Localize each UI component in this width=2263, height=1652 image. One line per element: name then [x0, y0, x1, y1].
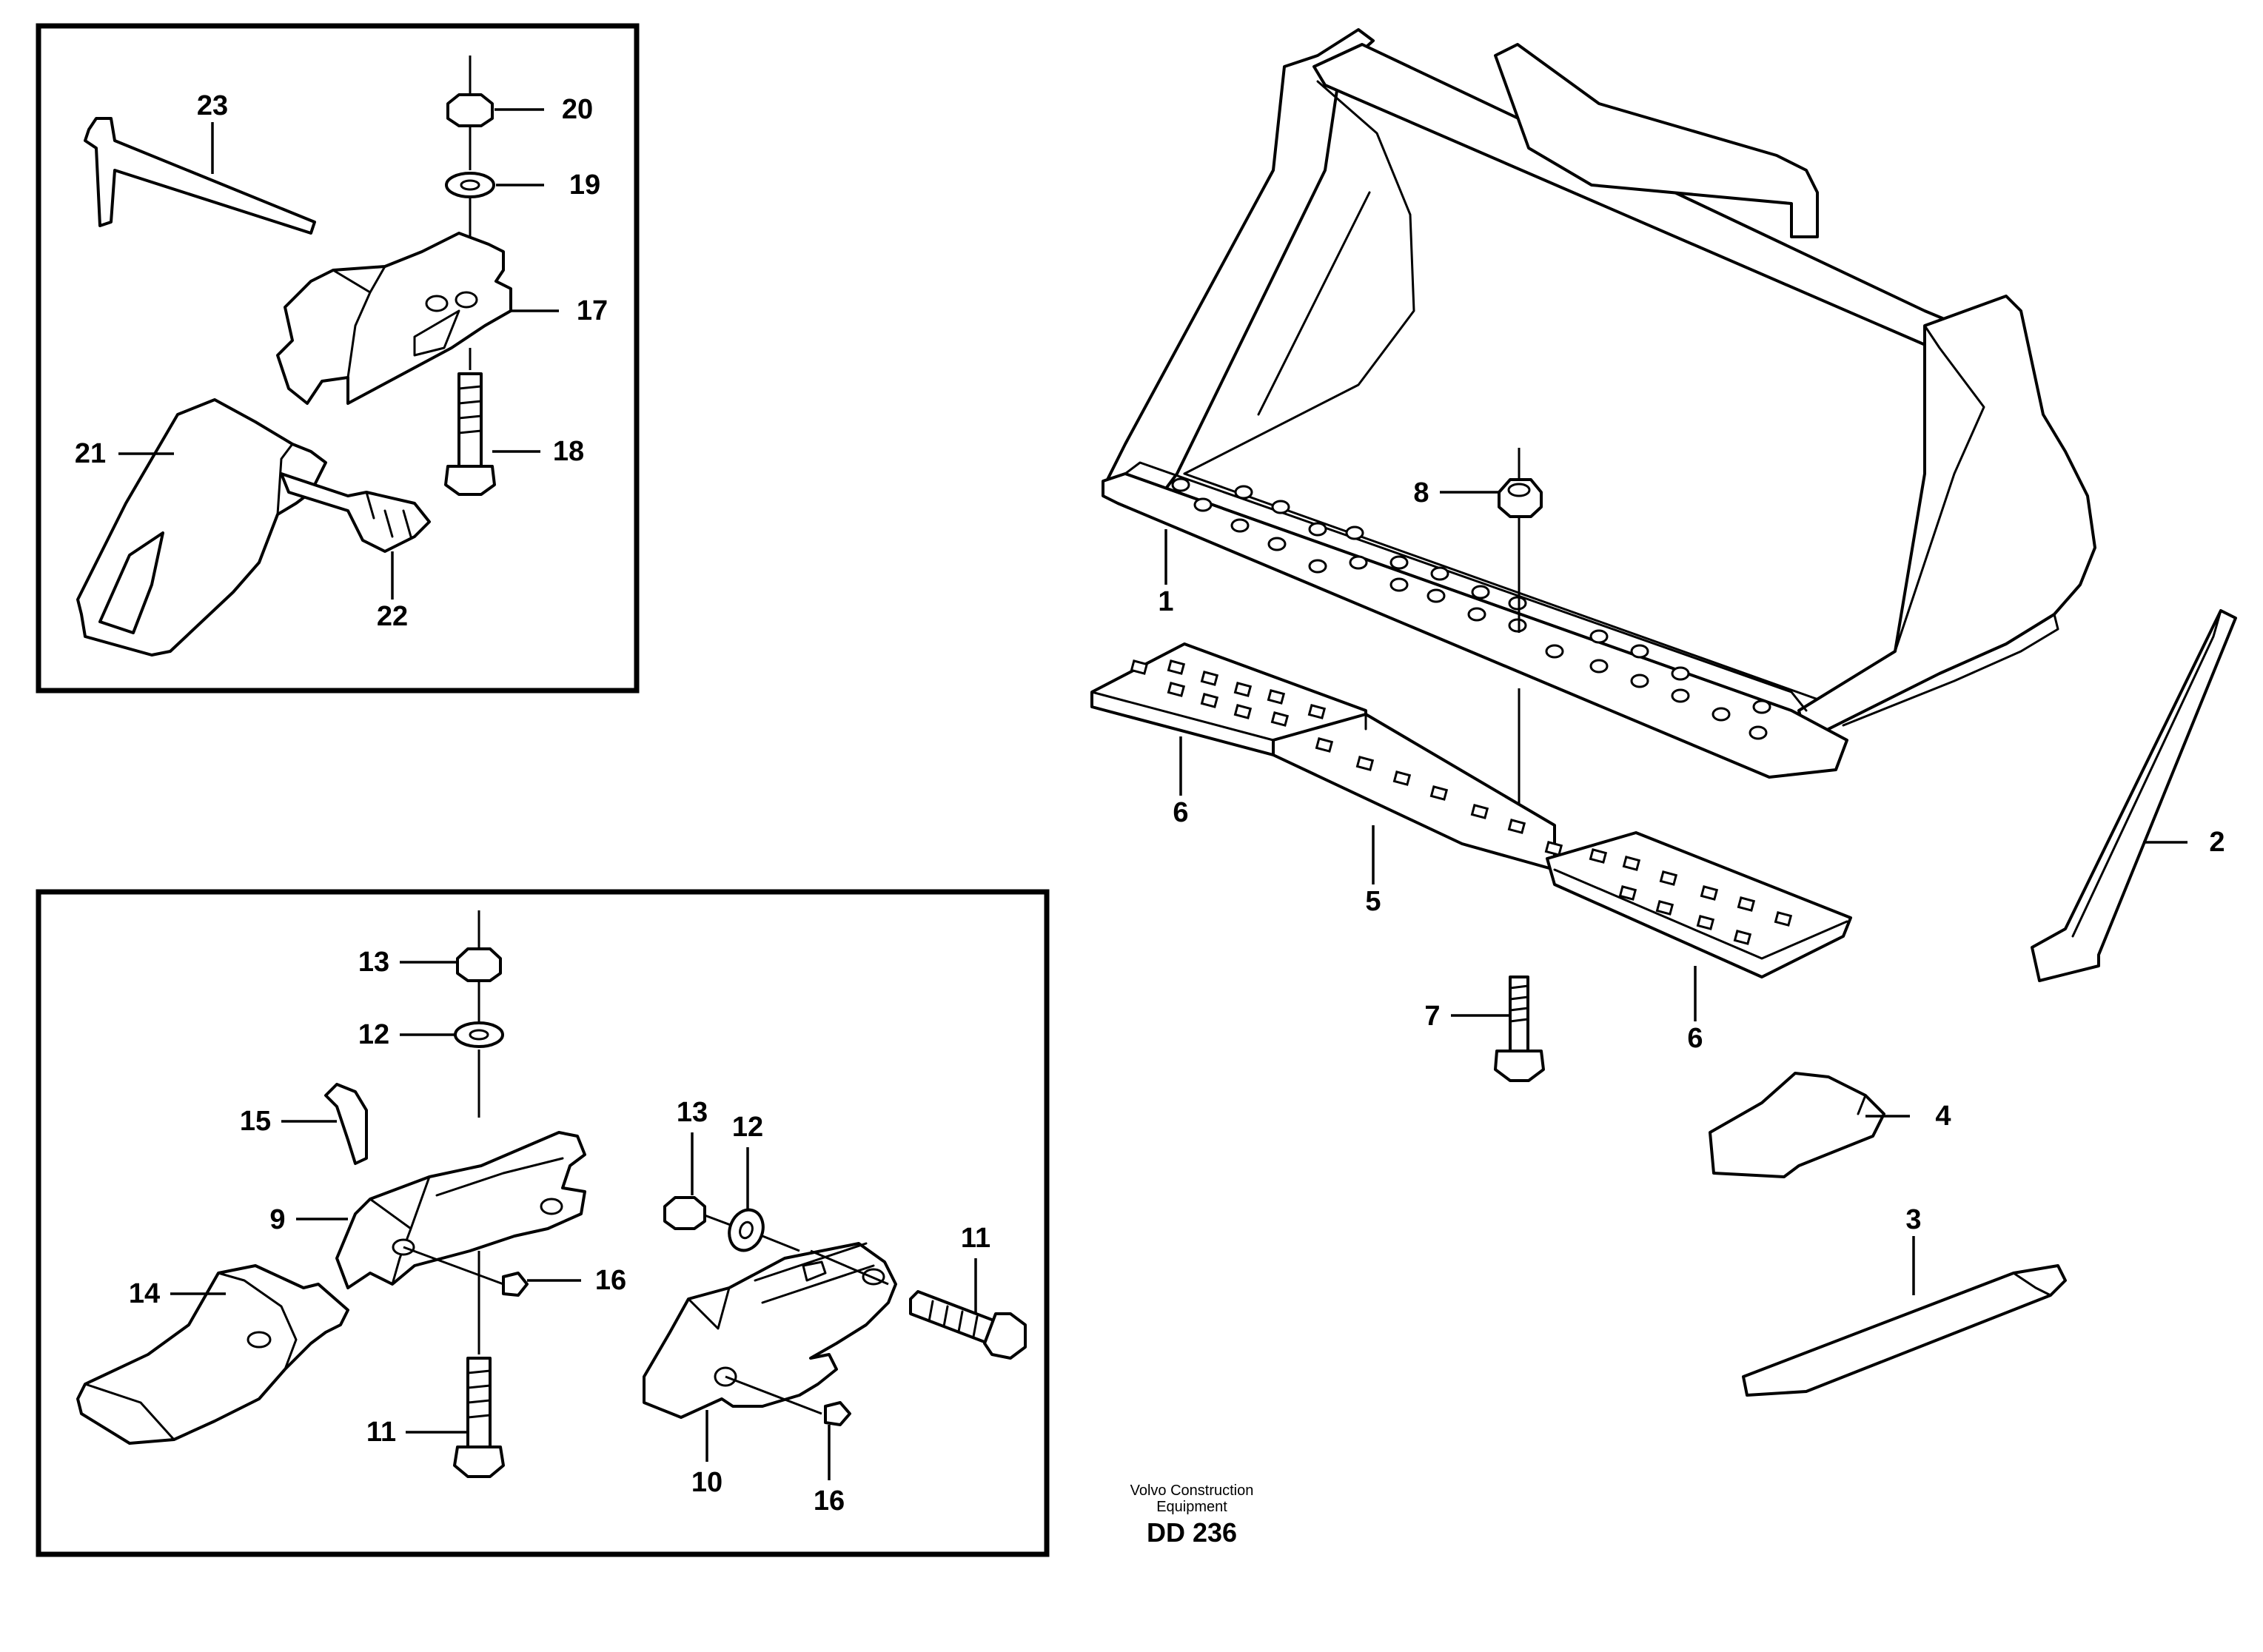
wear-plate-square-holes — [1130, 659, 1793, 945]
side-wear-strip-part-2 — [2031, 609, 2237, 982]
callout-16-upper: 16 — [595, 1265, 626, 1296]
callout-7: 7 — [1424, 1001, 1440, 1032]
callout-14: 14 — [129, 1278, 160, 1309]
detail-a-parts — [76, 56, 512, 657]
callout-4: 4 — [1935, 1101, 1951, 1132]
detail-b-parts — [76, 910, 1027, 1478]
drawing-footer: Volvo Construction Equipment DD 236 — [1130, 1483, 1254, 1548]
callout-2: 2 — [2209, 827, 2225, 858]
company-name-line1: Volvo Construction — [1130, 1483, 1254, 1499]
nut-part-8 — [1498, 448, 1543, 836]
detail-frame-tooth-system-a — [36, 23, 640, 694]
leader-lines — [118, 108, 2187, 1480]
wear-plate-part-5 — [1272, 713, 1556, 871]
callout-20: 20 — [562, 94, 593, 125]
bolt-part-7 — [1494, 976, 1545, 1082]
callout-5: 5 — [1365, 886, 1381, 917]
callout-8: 8 — [1413, 477, 1429, 508]
callout-13-upper: 13 — [358, 947, 389, 978]
wear-strip-assembly — [1090, 642, 1852, 978]
callout-23: 23 — [197, 90, 228, 121]
callout-6-right: 6 — [1687, 1023, 1703, 1054]
callout-16-lower: 16 — [814, 1485, 845, 1517]
callout-19: 19 — [569, 169, 600, 201]
callout-13-lower: 13 — [677, 1097, 708, 1128]
callout-3: 3 — [1905, 1204, 1921, 1235]
callout-10: 10 — [691, 1467, 723, 1498]
callout-9: 9 — [269, 1204, 285, 1235]
callout-12-lower: 12 — [732, 1112, 763, 1143]
wear-plate-part-4 — [1709, 1072, 1885, 1178]
callout-15: 15 — [240, 1106, 271, 1137]
callout-12-upper: 12 — [358, 1019, 389, 1050]
callout-18: 18 — [553, 436, 584, 467]
callout-6-left: 6 — [1173, 797, 1188, 828]
callout-21: 21 — [75, 438, 106, 469]
bucket-assembly — [1102, 28, 2096, 779]
cutting-edge-bolt-holes — [1171, 477, 1771, 740]
drawing-number: DD 236 — [1147, 1517, 1237, 1548]
callout-11-right: 11 — [961, 1223, 990, 1254]
callout-22: 22 — [377, 601, 408, 632]
callout-1: 1 — [1158, 586, 1173, 617]
company-name-line2: Equipment — [1156, 1499, 1227, 1515]
callout-11-lower: 11 — [366, 1417, 396, 1448]
wear-plate-part-6-right — [1546, 831, 1852, 978]
callout-17: 17 — [577, 295, 608, 326]
wear-strip-part-3 — [1742, 1264, 2067, 1397]
detail-frame-tooth-system-b — [36, 889, 1050, 1557]
callout-labels: 23 20 19 17 18 21 22 1 8 6 5 6 7 2 4 3 1… — [75, 90, 2225, 1517]
